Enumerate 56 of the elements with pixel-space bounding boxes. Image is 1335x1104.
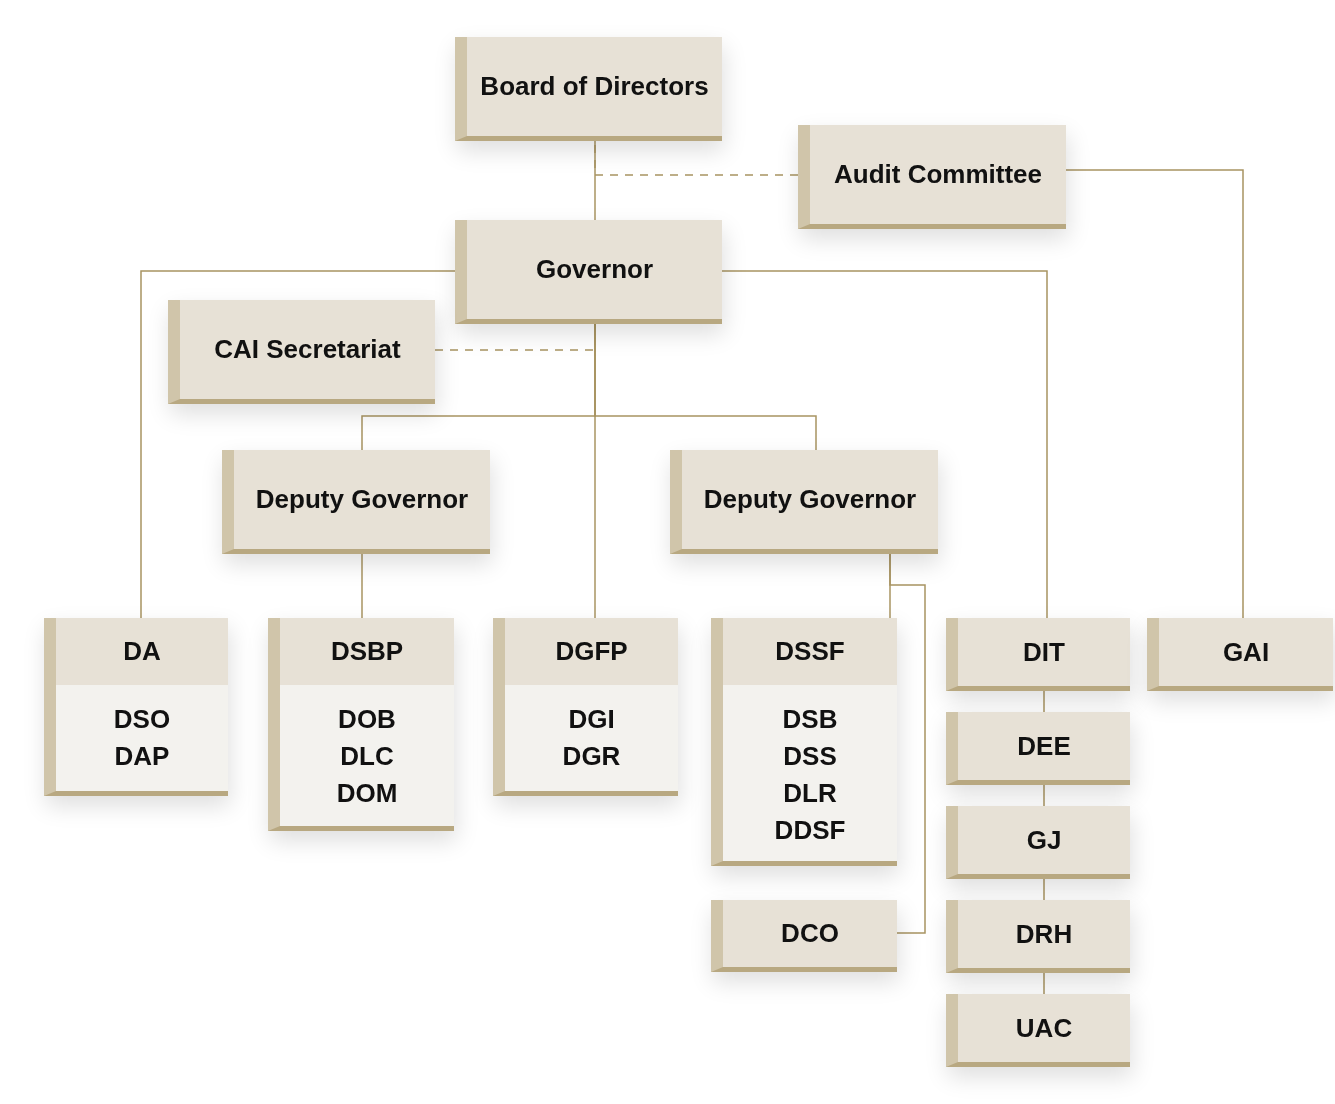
sub-unit-name: DSO bbox=[113, 703, 171, 736]
org-unit-box bbox=[455, 220, 722, 324]
connector-line bbox=[889, 553, 926, 934]
unit-name: Deputy Governor bbox=[703, 483, 917, 516]
org-unit-box bbox=[1147, 618, 1333, 691]
connector-line bbox=[594, 323, 817, 451]
unit-name: Board of Directors bbox=[480, 70, 709, 103]
sub-unit-name: DSS bbox=[783, 740, 837, 773]
unit-name: GJ bbox=[1026, 823, 1062, 857]
sub-unit-name: DGR bbox=[562, 740, 621, 773]
org-unit-box bbox=[168, 300, 435, 404]
org-unit-box bbox=[946, 806, 1130, 879]
sub-unit-name: DLC bbox=[340, 740, 394, 773]
unit-name: Governor bbox=[536, 253, 653, 286]
org-unit-box bbox=[268, 618, 454, 831]
org-unit-box bbox=[946, 712, 1130, 785]
unit-name: DIT bbox=[1023, 635, 1065, 669]
org-unit-box bbox=[946, 994, 1130, 1067]
sub-unit-name: DSB bbox=[782, 703, 838, 736]
sub-unit-name: DGI bbox=[568, 703, 615, 736]
org-unit-box bbox=[946, 618, 1130, 691]
org-unit-box bbox=[493, 618, 678, 796]
unit-name: Deputy Governor bbox=[255, 483, 469, 516]
connector-line bbox=[1065, 169, 1244, 619]
unit-name: DCO bbox=[781, 917, 839, 950]
org-unit-box bbox=[711, 618, 897, 866]
unit-name: DSSF bbox=[775, 635, 845, 668]
sub-unit-name: DOM bbox=[336, 777, 398, 810]
org-unit-box bbox=[798, 125, 1066, 229]
sub-unit-name: DAP bbox=[114, 740, 170, 773]
unit-name: DGFP bbox=[555, 635, 628, 668]
org-unit-box bbox=[44, 618, 228, 796]
unit-name: UAC bbox=[1015, 1011, 1073, 1045]
unit-name: GAI bbox=[1222, 635, 1270, 669]
org-unit-box bbox=[222, 450, 490, 554]
connector-line bbox=[1043, 784, 1045, 807]
unit-name: DEE bbox=[1017, 729, 1071, 763]
sub-unit-name: DOB bbox=[338, 703, 396, 736]
connector-line bbox=[594, 140, 596, 221]
connector-line bbox=[1043, 878, 1045, 901]
unit-name: DA bbox=[123, 635, 161, 668]
unit-name: CAI Secretariat bbox=[214, 333, 401, 366]
unit-name: DSBP bbox=[330, 635, 404, 668]
connector-line bbox=[140, 270, 456, 619]
org-unit-box bbox=[946, 900, 1130, 973]
org-unit-box bbox=[455, 37, 722, 141]
org-unit-box bbox=[670, 450, 938, 554]
sub-unit-name: DDSF bbox=[774, 814, 846, 847]
unit-name: DRH bbox=[1015, 917, 1073, 951]
connector-line bbox=[1043, 972, 1045, 995]
connector-line bbox=[1043, 690, 1045, 713]
connector-line bbox=[361, 553, 363, 619]
org-unit-box bbox=[711, 900, 897, 972]
unit-name: Audit Committee bbox=[834, 158, 1042, 191]
sub-unit-name: DLR bbox=[783, 777, 837, 810]
connector-line bbox=[721, 270, 1048, 619]
